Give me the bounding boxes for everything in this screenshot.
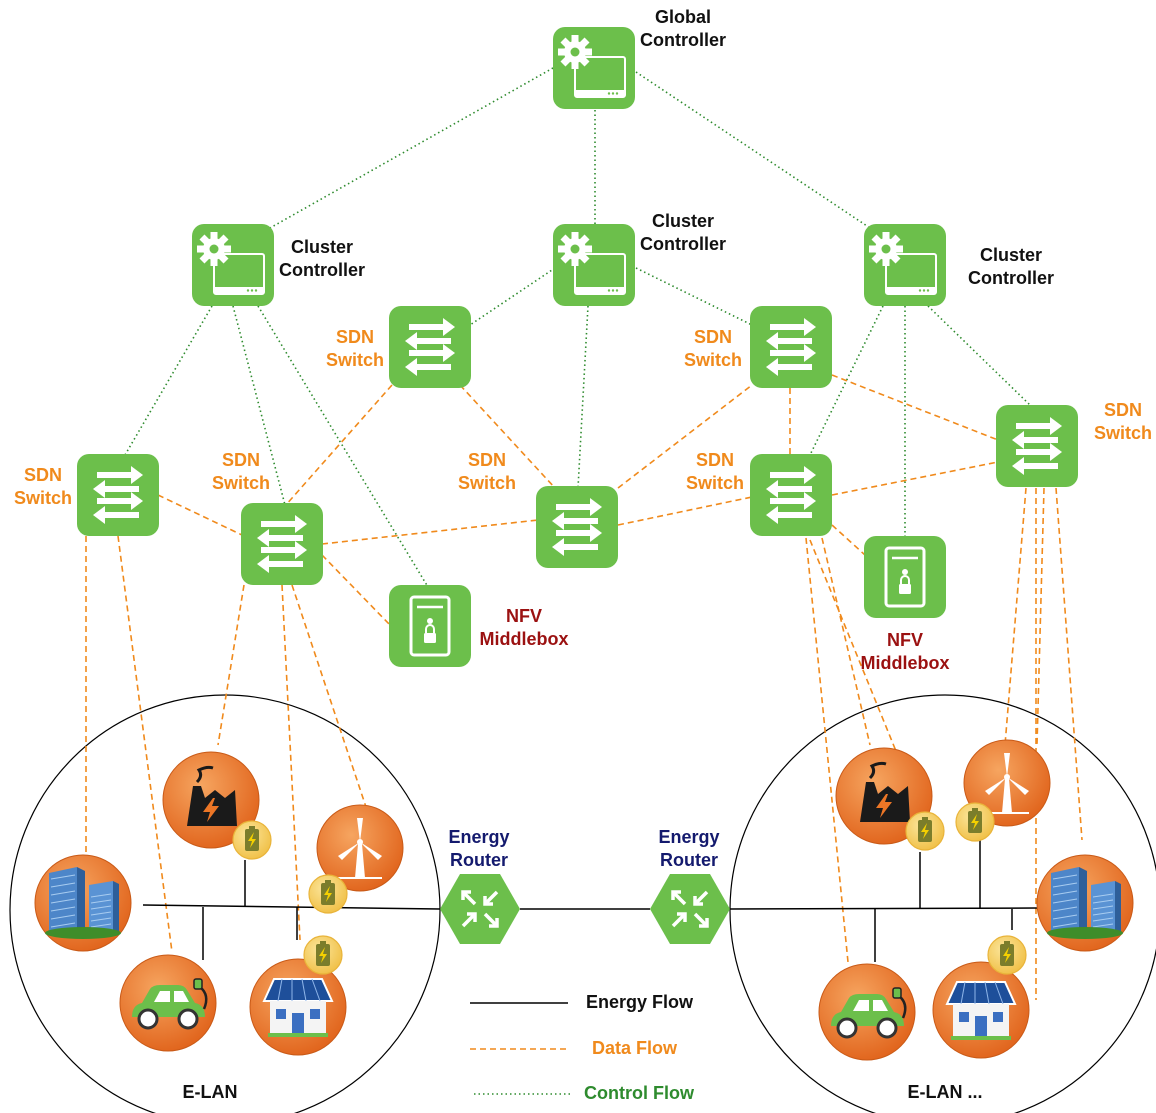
router-arrows-icon (671, 890, 709, 928)
cluster-controller-left[interactable] (192, 224, 274, 306)
data-flow-links (85, 374, 1083, 1000)
left-solar-house[interactable] (249, 958, 347, 1056)
switch-arrows-icon (552, 498, 602, 556)
legend-control-label: Control Flow (584, 1083, 694, 1103)
solar-house-icon (262, 978, 334, 1037)
switch-arrows-icon (766, 318, 816, 376)
gear-monitor-icon (558, 35, 626, 98)
gear-monitor-icon (869, 232, 937, 295)
switch-arrows-icon (405, 318, 455, 376)
global-controller[interactable] (553, 27, 635, 109)
right-wind-turbine[interactable] (963, 739, 1051, 827)
left-power-plant[interactable] (162, 751, 260, 849)
left-wind-turbine[interactable] (316, 804, 404, 892)
elan-right-label: E-LAN ... (907, 1082, 983, 1102)
office-building-icon (45, 867, 121, 939)
left-battery-2 (308, 874, 348, 914)
switch-arrows-icon (1012, 417, 1062, 475)
right-battery-3 (987, 935, 1027, 975)
electric-car-icon (831, 987, 907, 1039)
energy-router-right[interactable] (650, 874, 730, 944)
sdn-switch-b[interactable] (241, 503, 323, 585)
right-solar-house[interactable] (932, 961, 1030, 1059)
right-battery-1 (905, 811, 945, 851)
left-office-building[interactable] (34, 854, 132, 952)
energy-flow-links (142, 840, 1038, 962)
legend-data-label: Data Flow (592, 1038, 678, 1058)
nfv-middlebox-left[interactable] (389, 585, 471, 667)
elan-right-boundary (729, 694, 1156, 1113)
left-battery-1 (232, 820, 272, 860)
control-flow-links (124, 67, 1031, 588)
gear-monitor-icon (558, 232, 626, 295)
left-battery-3 (303, 935, 343, 975)
sdn-switch-c[interactable] (389, 306, 471, 388)
energy-router-left[interactable] (440, 874, 520, 944)
nfv-middlebox-right[interactable] (864, 536, 946, 618)
right-electric-car[interactable] (818, 963, 916, 1061)
office-building-icon (1047, 867, 1123, 939)
sdn-switch-g[interactable] (996, 405, 1078, 487)
solar-house-icon (945, 981, 1017, 1040)
elan-left-label: E-LAN (182, 1082, 238, 1102)
server-lock-icon (884, 546, 926, 608)
elan-left-boundary (9, 694, 441, 1113)
power-plant-icon (860, 761, 910, 822)
switch-arrows-icon (93, 466, 143, 524)
left-electric-car[interactable] (119, 954, 217, 1052)
sdn-switch-a[interactable] (77, 454, 159, 536)
power-plant-icon (187, 765, 237, 826)
router-arrows-icon (461, 890, 499, 928)
electric-car-icon (132, 978, 208, 1030)
right-office-building[interactable] (1036, 854, 1134, 952)
cluster-controller-center[interactable] (553, 224, 635, 306)
legend (470, 1002, 570, 1095)
switch-arrows-icon (257, 515, 307, 573)
wind-turbine-icon (985, 753, 1029, 814)
right-power-plant[interactable] (835, 747, 933, 845)
server-lock-icon (409, 595, 451, 657)
sdn-switch-f[interactable] (750, 454, 832, 536)
right-battery-2 (955, 802, 995, 842)
cluster-controller-right[interactable] (864, 224, 946, 306)
legend-energy-label: Energy Flow (586, 992, 694, 1012)
sdn-switch-e[interactable] (750, 306, 832, 388)
wind-turbine-icon (338, 818, 382, 879)
sdn-switch-d[interactable] (536, 486, 618, 568)
gear-monitor-icon (197, 232, 265, 295)
switch-arrows-icon (766, 466, 816, 524)
